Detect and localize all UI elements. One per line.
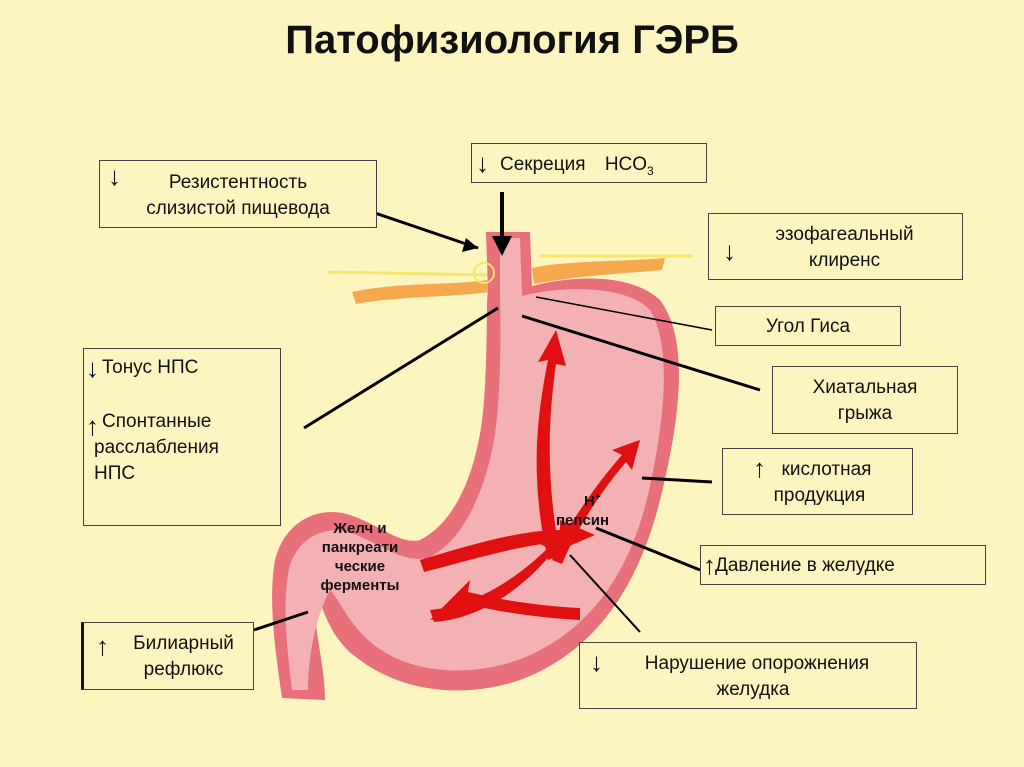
arrow-up-icon: ↑ <box>96 631 109 661</box>
bile-line-4: ферменты <box>320 577 400 594</box>
arrow-down-icon: ↓ <box>590 647 603 677</box>
box-clearance: ↓ эзофагеальный клиренс <box>708 213 963 280</box>
bile-line-3: ческие <box>334 558 386 575</box>
hplus-sup: + <box>594 492 601 503</box>
bile-line-2: панкреати <box>321 539 399 556</box>
box-secretion: ↓ Секреция HCO3 <box>471 143 707 183</box>
reflux-arrow-lower <box>420 520 595 572</box>
clearance-line-2: клиренс <box>808 250 881 271</box>
line-hernia <box>521 314 761 392</box>
pressure-label: Давление в желудке <box>715 555 895 576</box>
diaphragm-right <box>532 258 665 284</box>
tone-line-2: Спонтанные <box>102 411 212 432</box>
box-biliary: ↑ Билиарный рефлюкс <box>81 622 254 690</box>
acid-line-1: кислотная <box>781 459 872 480</box>
reflux-arrow-main <box>536 330 566 560</box>
line-angle <box>535 296 713 331</box>
resistance-line-2: слизистой пищевода <box>146 198 330 219</box>
line-tone <box>303 306 499 430</box>
emptying-line-1: Нарушение опорожнения <box>644 653 870 674</box>
box-resistance: ↓ Резистентность слизистой пищевода <box>99 160 377 228</box>
line-resistance <box>371 210 479 250</box>
line-emptying <box>569 554 641 633</box>
hplus-text: H <box>584 493 595 510</box>
hplus-label: H+ <box>584 488 601 511</box>
diaphragm-left <box>352 280 490 304</box>
secretion-label: Секреция <box>500 154 586 175</box>
bile-label: Желч и панкреати ческие ферменты <box>306 519 414 595</box>
page-title: Патофизиология ГЭРБ <box>285 18 739 62</box>
stomach-inner <box>285 238 664 690</box>
arrow-up-icon: ↑ <box>703 550 716 580</box>
box-hernia: Хиатальная грыжа <box>772 366 958 434</box>
line-clearance <box>692 250 708 256</box>
arrow-up-icon: ↑ <box>753 453 766 483</box>
reflux-arrow-pylorus <box>430 580 580 620</box>
diaphragm-line-left <box>327 270 489 277</box>
box-tone: ↓ Тонус НПС ↑ Спонтанные расслабления НП… <box>83 348 281 526</box>
box-angle: Угол Гиса <box>715 306 901 346</box>
acid-line-2: продукция <box>773 485 866 506</box>
bile-line-1: Желч и <box>333 520 387 537</box>
tone-line-4: НПС <box>94 463 136 484</box>
biliary-line-1: Билиарный <box>133 633 234 654</box>
arrow-down-icon: ↓ <box>723 236 736 266</box>
box-pressure: ↑ Давление в желудке <box>700 545 986 585</box>
arrow-up-icon: ↑ <box>86 411 99 441</box>
clearance-line-1: эзофагеальный <box>775 224 914 245</box>
hernia-line-1: Хиатальная <box>812 377 918 398</box>
line-pressure <box>595 526 701 572</box>
secretion-formula: HCO <box>604 154 648 175</box>
resistance-line-1: Резистентность <box>168 172 308 193</box>
secretion-sub: 3 <box>647 163 654 178</box>
line-acid <box>641 476 713 484</box>
line-biliary <box>253 610 309 632</box>
pepsin-label: пепсин <box>556 512 610 529</box>
angle-label: Угол Гиса <box>765 316 851 337</box>
box-emptying: ↓ Нарушение опорожнения желудка <box>579 642 917 709</box>
emptying-line-2: желудка <box>716 679 790 700</box>
tone-line-1: Тонус НПС <box>102 357 199 378</box>
tone-line-3: расслабления <box>94 437 219 458</box>
box-acid: ↑ кислотная продукция <box>722 448 913 515</box>
arrow-down-icon: ↓ <box>108 161 121 191</box>
les-marker <box>473 262 495 284</box>
arrow-down-icon: ↓ <box>86 353 99 383</box>
biliary-line-2: рефлюкс <box>143 659 224 680</box>
line-resistance-head <box>462 238 478 252</box>
line-secretion-head <box>492 236 512 256</box>
hernia-line-2: грыжа <box>837 403 893 424</box>
arrow-down-icon: ↓ <box>476 148 489 178</box>
